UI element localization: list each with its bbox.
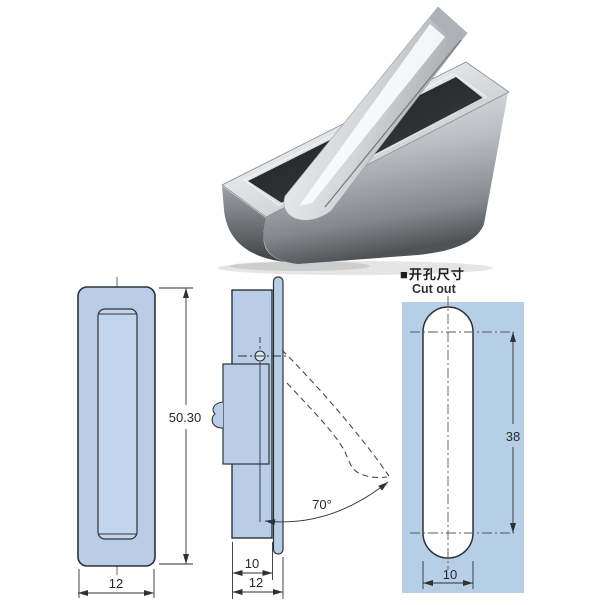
photo-shadow [217, 261, 493, 275]
front-view: 50.30 12 [77, 277, 202, 598]
product-photo [170, 0, 600, 275]
handle-lever-tip [430, 7, 467, 45]
handle-lever-edge [324, 39, 462, 208]
cutout-title-en: Cut out [412, 282, 456, 297]
cutout-titles: ■开孔尺寸 Cut out [400, 267, 540, 297]
front-width-label: 12 [109, 576, 123, 591]
side-angle-label: 70° [312, 497, 332, 512]
cutout-length-label: 38 [506, 429, 520, 444]
product-photo-svg [217, 6, 510, 275]
side-total-depth-label: 12 [249, 575, 263, 590]
handle-tub-left-face [222, 186, 286, 262]
front-height-label: 50.30 [169, 410, 202, 425]
side-depth-label: 10 [245, 556, 259, 571]
cutout-width-label: 10 [443, 567, 457, 582]
cutout-view: 38 10 [402, 296, 524, 593]
handle-lever-highlight [299, 24, 445, 206]
photo-shadow-left [230, 261, 370, 271]
handle-tub [263, 93, 508, 264]
side-view: 70° 10 12 [211, 276, 390, 599]
cutout-title-zh: ■开孔尺寸 [400, 267, 465, 282]
